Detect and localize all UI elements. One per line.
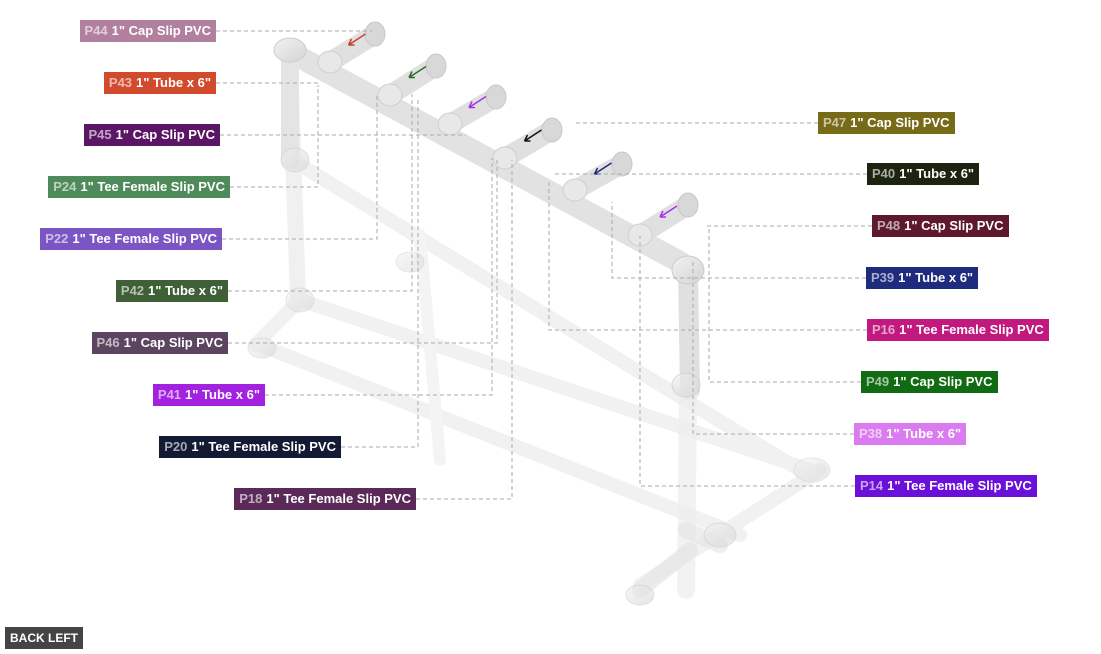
part-id: P49 [866,374,890,389]
leader-line-p14 [639,236,855,487]
part-description: 1" Cap Slip PVC [123,335,223,350]
part-description: 1" Cap Slip PVC [893,374,993,389]
part-id: P46 [96,335,120,350]
assembly-arrow [468,95,487,109]
part-description: 1" Tube x 6" [148,283,223,298]
part-description: 1" Tee Female Slip PVC [191,439,336,454]
part-id: P38 [859,426,883,441]
cap-fitting [425,53,447,79]
fittings [247,37,831,606]
leader-line-p46 [228,160,498,344]
cap-fitting [677,192,699,218]
part-id: P39 [871,270,895,285]
part-description: 1" Cap Slip PVC [115,127,215,142]
part-description: 1" Tee Female Slip PVC [80,179,225,194]
part-id: P48 [877,218,901,233]
part-description: 1" Tee Female Slip PVC [266,491,411,506]
part-id: P24 [53,179,77,194]
leader-line-p42 [228,94,413,292]
part-description: 1" Tee Female Slip PVC [887,478,1032,493]
part-description: 1" Tube x 6" [899,166,975,181]
leader-line-p18 [416,160,513,500]
assembly-arrow [523,129,542,142]
tube-stubs [317,21,699,247]
cap-fitting [485,84,507,110]
part-id: P40 [872,166,896,181]
tee-fitting [492,146,518,170]
part-id: P22 [45,231,69,246]
part-id: P42 [120,283,145,298]
part-description: 1" Cap Slip PVC [904,218,1004,233]
cap-fitting [611,151,633,177]
part-description: 1" Tube x 6" [886,426,962,441]
leader-line-p24 [230,85,319,188]
assembly-arrows [347,33,678,218]
part-description: 1" Cap Slip PVC [111,23,211,38]
assembly-arrow [347,33,366,46]
leader-line-p20 [341,98,419,448]
part-id: P20 [164,439,188,454]
view-button[interactable]: BACK LEFT [5,627,83,649]
leader-line-p43 [216,82,319,87]
leader-line-p39 [611,202,866,279]
assembly-arrow [408,65,427,79]
part-id: P16 [872,322,896,337]
tee-fitting [317,50,343,74]
tee-fitting [562,178,588,202]
cap-fitting [541,117,563,143]
part-description: 1" Tube x 6" [136,75,211,90]
part-description: 1" Cap Slip PVC [850,115,950,130]
part-id: P41 [157,387,182,402]
part-description: 1" Tee Female Slip PVC [899,322,1044,337]
part-id: P18 [239,491,263,506]
leader-line-p38 [692,260,854,435]
part-id: P43 [108,75,133,90]
cap-fitting [364,21,386,47]
part-description: 1" Tube x 6" [898,270,974,285]
part-id: P44 [84,23,108,38]
part-description: 1" Tube x 6" [185,387,260,402]
leader-line-p16 [548,180,867,331]
part-id: P14 [860,478,884,493]
tee-fitting [437,112,463,136]
part-id: P45 [88,127,112,142]
tee-fitting [377,83,403,107]
part-id: P47 [823,115,847,130]
leader-line-p49 [708,228,861,383]
part-description: 1" Tee Female Slip PVC [72,231,217,246]
leader-line-p41 [265,158,493,396]
assembly-arrow [659,205,678,218]
leader-line-p22 [222,95,378,240]
leader-lines [216,30,872,500]
